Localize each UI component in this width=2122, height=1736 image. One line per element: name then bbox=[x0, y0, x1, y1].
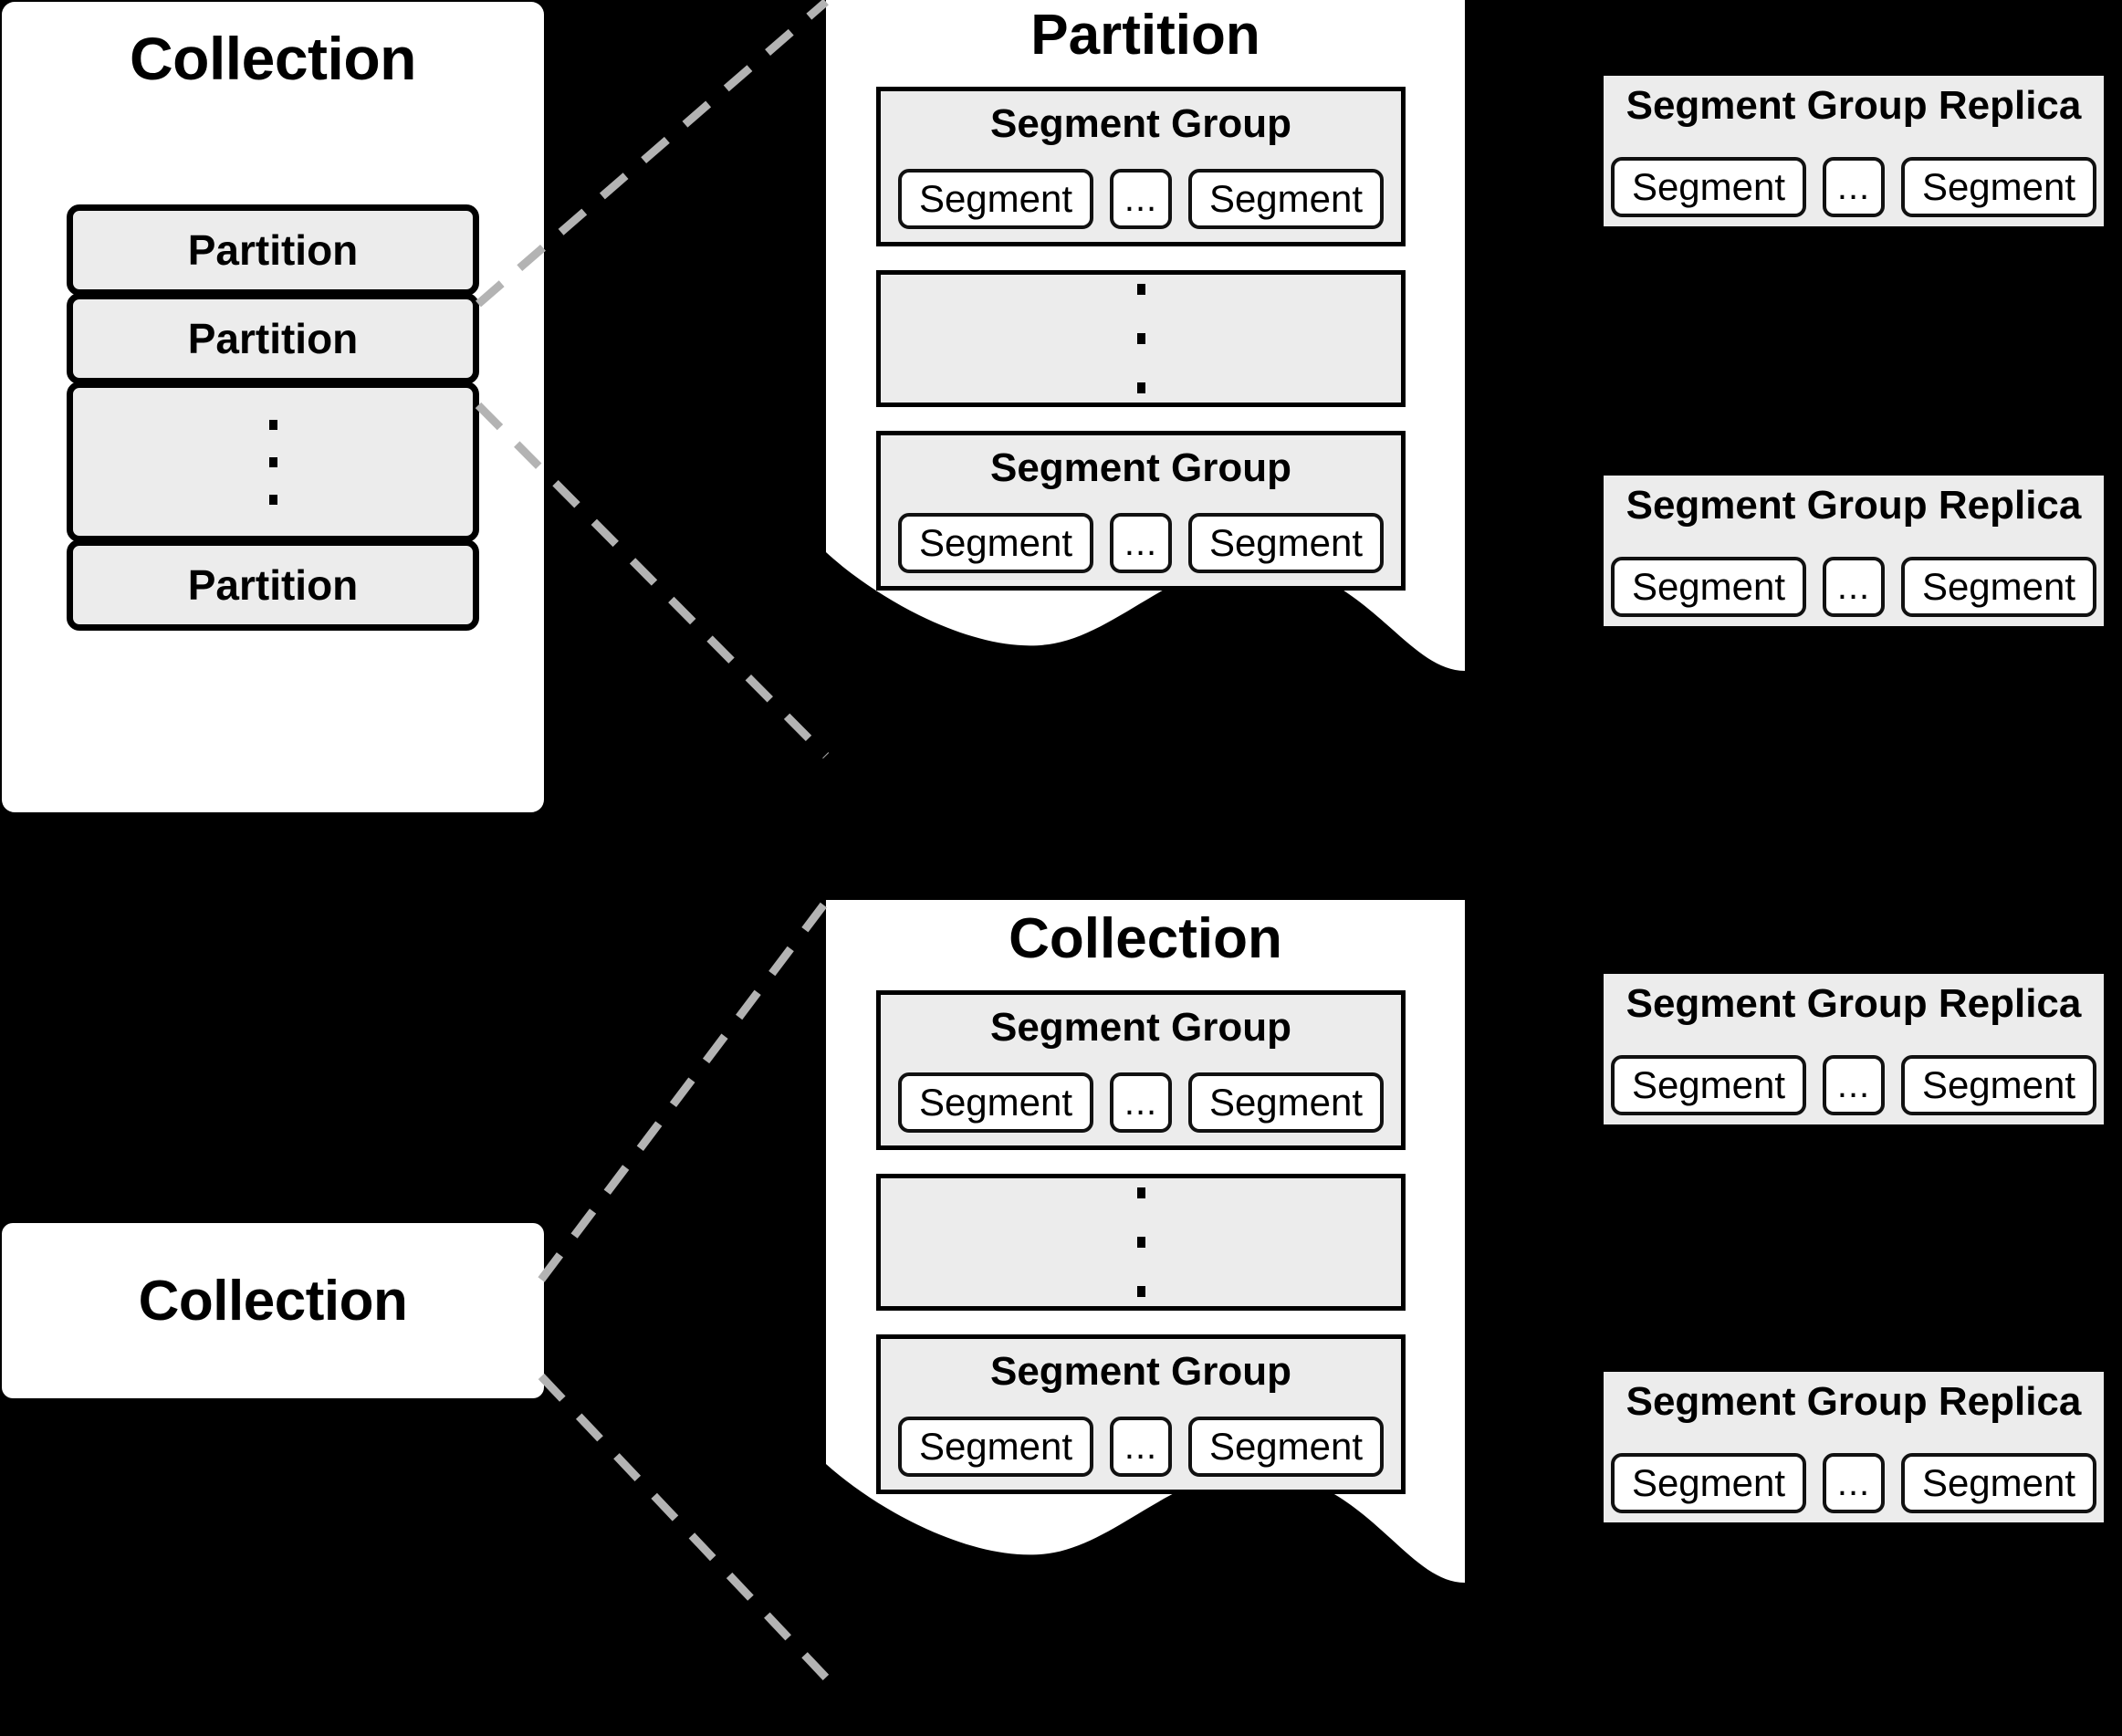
segment-ellipsis: ... bbox=[1823, 1055, 1885, 1115]
vertical-ellipsis-icon bbox=[268, 388, 277, 536]
segment-box[interactable]: Segment bbox=[1188, 169, 1384, 229]
segment-row: Segment ... Segment bbox=[1604, 1055, 2104, 1115]
partition-box-ellipsis bbox=[67, 382, 479, 542]
segment-box[interactable]: Segment bbox=[1611, 157, 1806, 217]
partition-box-1[interactable]: Partition bbox=[67, 204, 479, 296]
segment-ellipsis: ... bbox=[1823, 1453, 1885, 1513]
replica-title: Segment Group Replica bbox=[1625, 83, 2082, 128]
segment-box[interactable]: Segment bbox=[1611, 1453, 1806, 1513]
segment-group-replica-3[interactable]: Segment Group Replica Segment ... Segmen… bbox=[1604, 974, 2104, 1124]
segment-box[interactable]: Segment bbox=[898, 1417, 1093, 1477]
segment-box[interactable]: Segment bbox=[1901, 557, 2096, 617]
partition-label: Partition bbox=[187, 315, 359, 362]
segment-ellipsis: ... bbox=[1110, 1072, 1172, 1133]
collection-top-title: Collection bbox=[129, 25, 417, 92]
partition-stack: Partition Partition Partition bbox=[67, 204, 479, 631]
segment-row: Segment ... Segment bbox=[881, 1072, 1401, 1133]
segment-box[interactable]: Segment bbox=[1611, 1055, 1806, 1115]
segment-box[interactable]: Segment bbox=[1901, 1453, 2096, 1513]
segment-group-ellipsis-2 bbox=[876, 1174, 1406, 1311]
collection-container-top: Collection Partition Partition Partition bbox=[2, 2, 544, 812]
replica-title: Segment Group Replica bbox=[1625, 483, 2082, 528]
replica-title: Segment Group Replica bbox=[1625, 1379, 2082, 1424]
segment-box[interactable]: Segment bbox=[898, 513, 1093, 573]
segment-group-replica-2[interactable]: Segment Group Replica Segment ... Segmen… bbox=[1604, 476, 2104, 626]
segment-box[interactable]: Segment bbox=[1901, 1055, 2096, 1115]
collection-panel-title: Collection bbox=[1009, 907, 1282, 970]
segment-group-2[interactable]: Segment Group Segment ... Segment bbox=[876, 431, 1406, 591]
collection-detail-panel: Collection Segment Group Segment ... Seg… bbox=[826, 900, 1465, 1736]
connector-collection-bottom bbox=[538, 1373, 830, 1681]
connector-collection-top bbox=[538, 899, 830, 1282]
segment-ellipsis: ... bbox=[1110, 169, 1172, 229]
segment-group-1[interactable]: Segment Group Segment ... Segment bbox=[876, 87, 1406, 246]
segment-row: Segment ... Segment bbox=[881, 169, 1401, 229]
segment-ellipsis: ... bbox=[1110, 513, 1172, 573]
segment-group-4[interactable]: Segment Group Segment ... Segment bbox=[876, 1334, 1406, 1494]
segment-box[interactable]: Segment bbox=[898, 169, 1093, 229]
collection-container-bottom: Collection bbox=[2, 1223, 544, 1398]
segment-box[interactable]: Segment bbox=[1901, 157, 2096, 217]
segment-group-ellipsis-1 bbox=[876, 270, 1406, 407]
segment-box[interactable]: Segment bbox=[1611, 557, 1806, 617]
segment-group-title: Segment Group bbox=[989, 1005, 1292, 1050]
replica-title: Segment Group Replica bbox=[1625, 981, 2082, 1026]
partition-label: Partition bbox=[187, 226, 359, 274]
segment-group-replica-1[interactable]: Segment Group Replica Segment ... Segmen… bbox=[1604, 76, 2104, 226]
segment-box[interactable]: Segment bbox=[1188, 1072, 1384, 1133]
segment-ellipsis: ... bbox=[1110, 1417, 1172, 1477]
segment-row: Segment ... Segment bbox=[881, 1417, 1401, 1477]
segment-ellipsis: ... bbox=[1823, 157, 1885, 217]
segment-row: Segment ... Segment bbox=[1604, 157, 2104, 217]
partition-box-3[interactable]: Partition bbox=[67, 539, 479, 631]
segment-row: Segment ... Segment bbox=[881, 513, 1401, 573]
partition-box-2[interactable]: Partition bbox=[67, 293, 479, 384]
segment-group-title: Segment Group bbox=[989, 1349, 1292, 1394]
segment-box[interactable]: Segment bbox=[898, 1072, 1093, 1133]
segment-box[interactable]: Segment bbox=[1188, 1417, 1384, 1477]
segment-group-title: Segment Group bbox=[989, 101, 1292, 146]
segment-group-replica-4[interactable]: Segment Group Replica Segment ... Segmen… bbox=[1604, 1372, 2104, 1522]
partition-panel-title: Partition bbox=[1030, 4, 1260, 67]
collection-bottom-title: Collection bbox=[138, 1270, 408, 1333]
partition-label: Partition bbox=[187, 561, 359, 609]
partition-detail-panel: Partition Segment Group Segment ... Segm… bbox=[826, 0, 1465, 812]
segment-row: Segment ... Segment bbox=[1604, 557, 2104, 617]
segment-group-title: Segment Group bbox=[989, 445, 1292, 490]
segment-box[interactable]: Segment bbox=[1188, 513, 1384, 573]
segment-row: Segment ... Segment bbox=[1604, 1453, 2104, 1513]
segment-group-3[interactable]: Segment Group Segment ... Segment bbox=[876, 990, 1406, 1150]
segment-ellipsis: ... bbox=[1823, 557, 1885, 617]
